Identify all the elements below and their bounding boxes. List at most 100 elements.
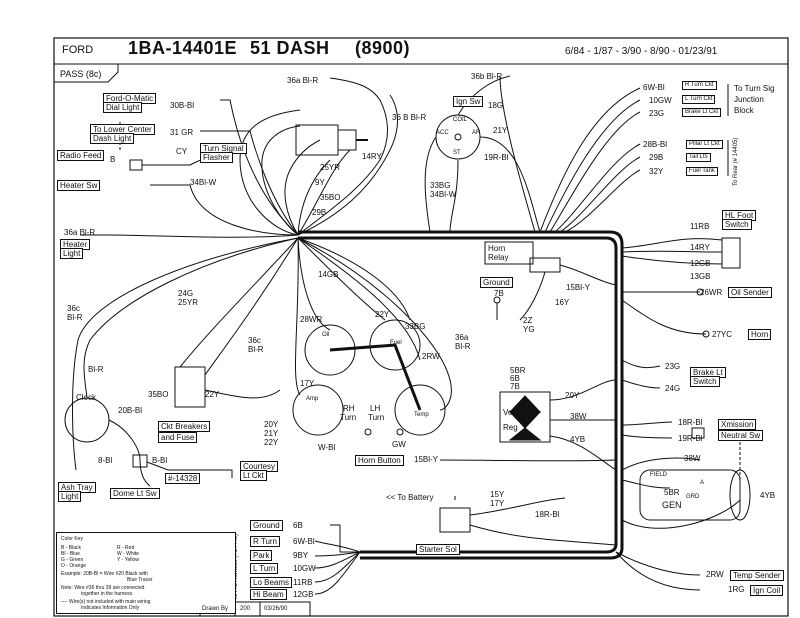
label-ign-ar: AR [472,130,481,136]
label-gnd: GRD [686,494,700,500]
wire-gauge-4 [295,237,301,396]
wire-20b: 20B-Bl [118,406,143,415]
wire-17y: 17Y [300,379,315,388]
header-make: FORD [62,44,94,56]
label-part-14328: #-14328 [165,473,201,484]
wire-17y [469,524,617,546]
ignition-switch-center [454,133,462,141]
headlight-switch-knob [337,129,357,151]
wire-21y: 21Y [493,126,508,135]
header-title: 51 DASH [250,38,330,58]
label-oil-sender: Oil Sender [728,287,772,298]
wire-36c4: Bl-R [248,345,264,354]
harness-row-label-3: L Turn [250,563,279,574]
xmission-switch [691,427,705,439]
wire-reg-1 [549,379,617,401]
label-ign-coil: Ign Coil [750,585,784,596]
pass-label: PASS (8c) [60,69,102,79]
wire-ckt-3 [204,389,281,399]
legend-note3: ---- Wire(s) not included with main wiri… [61,599,151,605]
header-part-number: 1BA-14401E [128,38,238,58]
flasher-unit [129,159,143,171]
wire-23g [621,359,661,369]
wire-fan-4 [297,159,331,236]
label-radio-feed: Radio Feed [57,150,105,161]
wire-dome [139,459,151,487]
wire-18rbl [621,421,673,426]
wire-fan-2 [261,125,301,236]
wire-6b: 6B [510,374,520,383]
wire-36b-top: 36b Bl-R [471,72,503,81]
label-dome-lt-sw: Dome Lt Sw [110,488,160,499]
label-to-battery: << To Battery [386,493,434,502]
wire-r-turn [539,87,641,233]
label-to-rear: To Rear (# 14405) [733,137,739,186]
wire-ckt-2 [179,237,299,368]
label-xmission-2: Neutral Sw [718,430,764,441]
wire-blr: Bl-R [88,365,104,374]
wire-2z [519,271,546,321]
wire-courtesy [146,461,233,478]
horn-relay-term [529,257,561,273]
legend-k4: W - White [117,551,139,557]
harness-row-label-5: Hi Beam [250,589,287,600]
dome-switch [132,454,148,468]
label-horn-button: Horn Button [355,455,404,466]
label-lh-turn-1: LH [370,404,381,413]
wire-15bly: 15Bl-Y [414,455,439,464]
wire-gauge-6 [297,237,421,361]
harness-row-label-1: R Turn [250,536,281,547]
label-courtesy-2: Lt Ckt [240,470,267,481]
wire-19rbl: 19R-Bl [484,153,509,162]
label-l-turn-ckt: L Turn Ckt [682,95,716,104]
wire-12gb: 12GB [690,259,711,268]
wire-2rw2: 2RW [706,570,724,579]
wire-36a-left: 36a Bl-R [64,228,96,237]
wire-harness-ground [330,524,360,553]
wire-ign-st [449,159,459,233]
wire-7b2: 7B [510,382,520,391]
oil-gauge [304,324,356,376]
label-ign-sw: Ign Sw [453,96,484,107]
wire-cy: CY [176,147,188,156]
wire-fan-7 [297,94,398,236]
harness-row-wire-5: 12GB [293,590,314,599]
wire-28wr: 28WR [300,315,323,324]
wire-22y2: 22Y [205,390,220,399]
wire-19rbl [621,434,673,439]
wire-harness-l-turn [314,551,361,569]
wire-36a: 36a [455,333,469,342]
harness-row-wire-4: 11RB [293,578,313,587]
label-rh-turn-2: Turn [340,413,357,422]
wire-fan-5 [297,149,351,236]
wire-ign-bat [424,136,437,233]
wire-11rb: 11RB [690,222,710,231]
label-horn-relay-2: Relay [488,253,509,262]
wire-clock [83,237,299,399]
hl-foot-switch [721,237,741,269]
label-gauge-temp: Temp [414,412,429,418]
horn-term [702,330,710,338]
wire-38w2: 38W [684,454,701,463]
wire-6wbl: 6W-Bl [643,83,665,92]
generator-body [639,469,741,521]
wire-24g2: 24G [665,384,681,393]
harness-row-label-0: Ground [250,520,283,531]
oil-sender-term [696,288,704,296]
wire-26wr: 26WR [700,288,723,297]
label-brake-lt-sw-2: Switch [690,376,720,387]
horn-relay-box [484,241,534,265]
harness-row-wire-3: 10GW [293,564,316,573]
label-ash-tray-2: Light [58,491,82,502]
wire-11rb [621,238,723,249]
wire-horn-button [439,459,617,462]
wire-2z: 2Z [523,316,533,325]
label-heater-sw: Heater Sw [57,180,101,191]
label-turn-flasher-2: Flasher [200,152,233,163]
wire-27yc [621,299,707,335]
main-harness-inner [298,236,618,554]
header-revisions: 6/84 - 1/87 - 3/90 - 8/90 - 01/23/91 [565,46,718,57]
label-gauge-amp: Amp [306,396,319,402]
harness-row-label-2: Park [250,550,273,561]
